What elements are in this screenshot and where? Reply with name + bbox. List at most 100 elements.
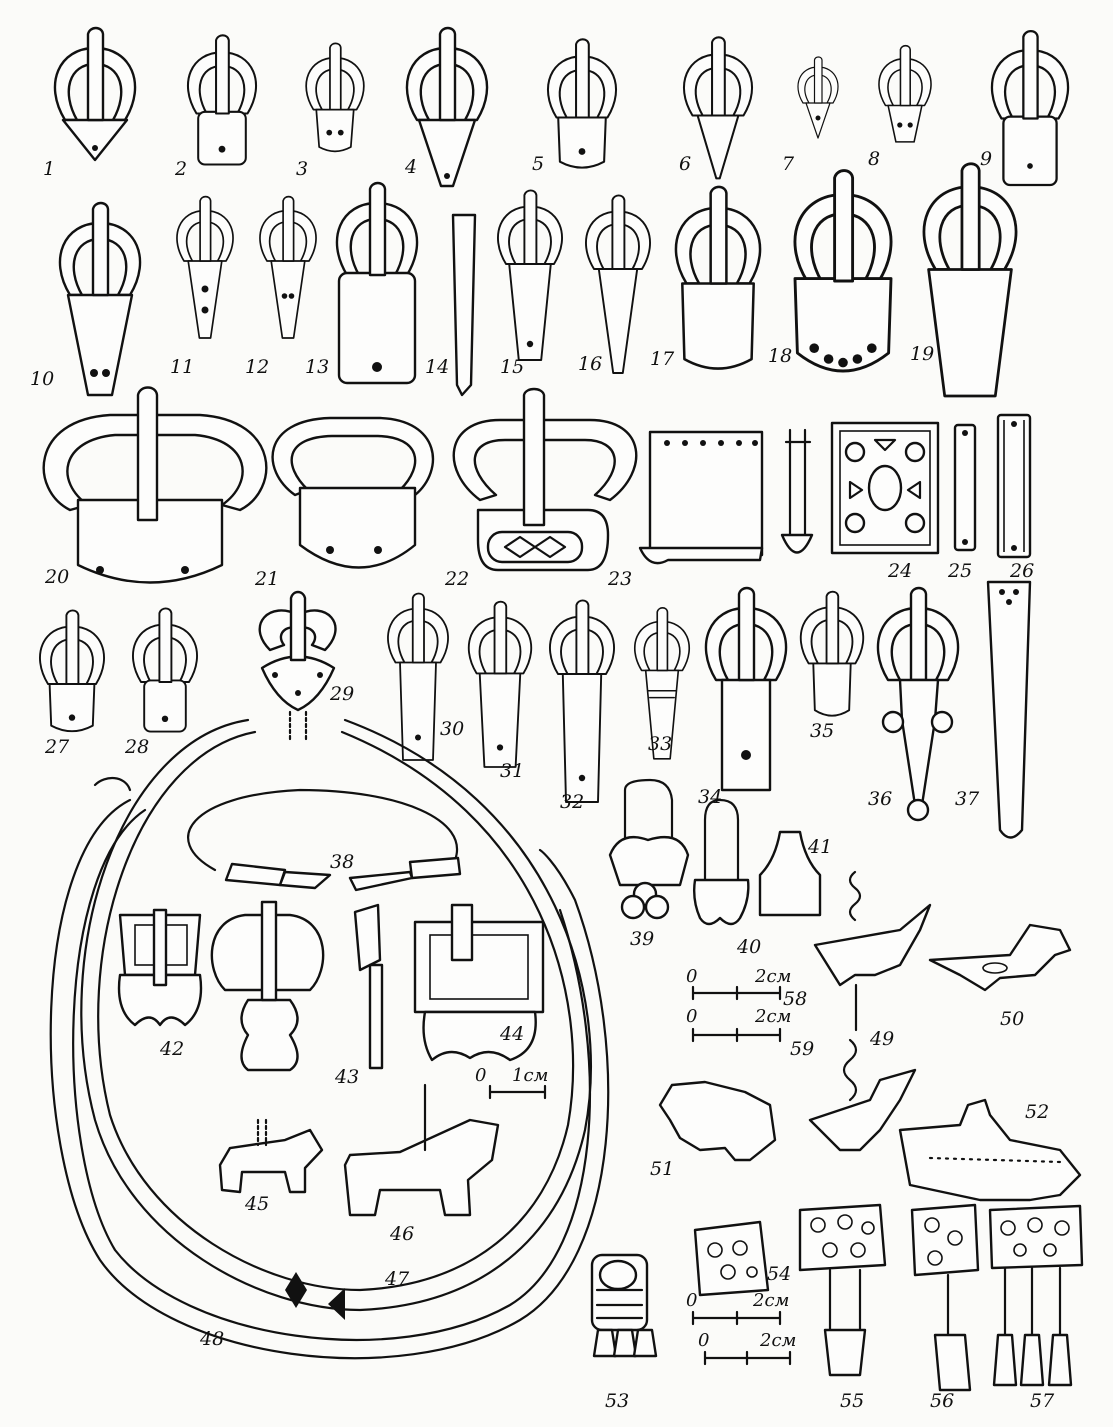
label-42: 42: [160, 1038, 185, 1060]
pendant-57: [988, 1204, 1084, 1387]
buckle-11: [176, 195, 234, 339]
buckle-30: [387, 592, 449, 761]
necklace-47: [80, 718, 592, 1320]
label-2: 2: [175, 158, 188, 180]
label-44: 44: [500, 1023, 525, 1045]
torque-38: [187, 788, 462, 892]
label-22: 22: [445, 568, 470, 590]
label-21: 21: [255, 568, 280, 590]
label-55: 55: [840, 1390, 865, 1412]
buckle-3: [305, 42, 365, 153]
scale-58-value: 2см: [755, 966, 792, 987]
scale-bar-59: [691, 1027, 782, 1043]
scale-59-value: 2см: [755, 1006, 792, 1027]
strap-25: [953, 423, 977, 552]
buckle-6: [682, 36, 754, 180]
buckle-28: [132, 607, 198, 733]
plaque-54: [693, 1220, 770, 1297]
label-32: 32: [560, 791, 585, 813]
buckle-7: [797, 56, 839, 139]
scale-54b-zero: 0: [698, 1330, 710, 1351]
label-20: 20: [45, 566, 70, 588]
scale-58-zero: 0: [686, 966, 698, 987]
label-12: 12: [245, 356, 270, 378]
buckle-9: [990, 29, 1070, 187]
buckle-32: [549, 599, 615, 803]
label-45: 45: [245, 1193, 270, 1215]
buckle-33: [633, 607, 691, 760]
pin-23: [780, 428, 814, 554]
label-17: 17: [650, 348, 675, 370]
buckle-18: [793, 169, 893, 373]
buckle-4: [405, 26, 489, 188]
buckle-2: [186, 34, 258, 166]
label-51: 51: [650, 1158, 675, 1180]
label-10: 10: [30, 368, 55, 390]
buckle-27: [39, 609, 105, 733]
label-13: 13: [305, 356, 330, 378]
label-59: 59: [790, 1038, 815, 1060]
pendant-53: [590, 1253, 658, 1358]
horse-pendant-49: [808, 870, 932, 1152]
label-40: 40: [737, 936, 762, 958]
buckle-17: [674, 185, 762, 370]
label-18: 18: [768, 345, 793, 367]
buckle-15: [497, 189, 563, 361]
buckle-1: [53, 26, 137, 162]
buckle-42: [117, 908, 203, 1027]
pendant-55: [798, 1203, 887, 1377]
scale-bar-1cm: [488, 1084, 547, 1100]
label-29: 29: [330, 683, 355, 705]
buckle-10: [58, 201, 142, 397]
buckle-44: [413, 903, 545, 1062]
label-34: 34: [698, 786, 723, 808]
pendant-40: [692, 798, 750, 926]
plaque-24: [830, 421, 940, 555]
label-7: 7: [782, 153, 795, 175]
necklace-48: [49, 777, 610, 1360]
strap-end-14: [451, 213, 477, 397]
buckle-5: [546, 38, 618, 169]
buckle-22: [452, 387, 638, 572]
buckle-31: [467, 600, 533, 768]
buckle-43: [210, 900, 325, 1072]
label-47: 47: [385, 1268, 410, 1290]
horse-amulet-46: [343, 1083, 500, 1217]
buckle-19: [922, 162, 1018, 398]
horse-pendant-50: [928, 923, 1072, 992]
horse-amulet-45: [218, 1118, 324, 1194]
label-5: 5: [532, 153, 545, 175]
label-48: 48: [200, 1328, 225, 1350]
buckle-16: [585, 194, 651, 374]
buckle-36: [876, 586, 960, 822]
horse-pendant-52: [898, 1098, 1082, 1202]
label-11: 11: [170, 356, 195, 378]
label-16: 16: [578, 353, 603, 375]
label-38: 38: [330, 851, 355, 873]
label-54: 54: [767, 1263, 792, 1285]
label-31: 31: [500, 760, 525, 782]
buckle-21: [271, 416, 435, 569]
buckle-20: [42, 386, 268, 584]
label-39: 39: [630, 928, 655, 950]
scale-bar-54b: [703, 1350, 792, 1366]
plate-23: [638, 430, 764, 565]
horse-figure-51: [658, 1080, 777, 1162]
label-19: 19: [910, 343, 935, 365]
label-3: 3: [296, 158, 309, 180]
buckle-8: [878, 44, 932, 143]
label-58: 58: [783, 988, 808, 1010]
label-41: 41: [808, 836, 833, 858]
buckle-29: [258, 590, 337, 742]
label-50: 50: [1000, 1008, 1025, 1030]
buckle-12: [259, 195, 317, 339]
label-57: 57: [1030, 1390, 1055, 1412]
label-52: 52: [1025, 1101, 1050, 1123]
strap-end-37: [986, 580, 1032, 839]
label-33: 33: [648, 733, 673, 755]
scale-54a-zero: 0: [686, 1290, 698, 1311]
label-46: 46: [390, 1223, 415, 1245]
pendant-39: [608, 778, 690, 920]
